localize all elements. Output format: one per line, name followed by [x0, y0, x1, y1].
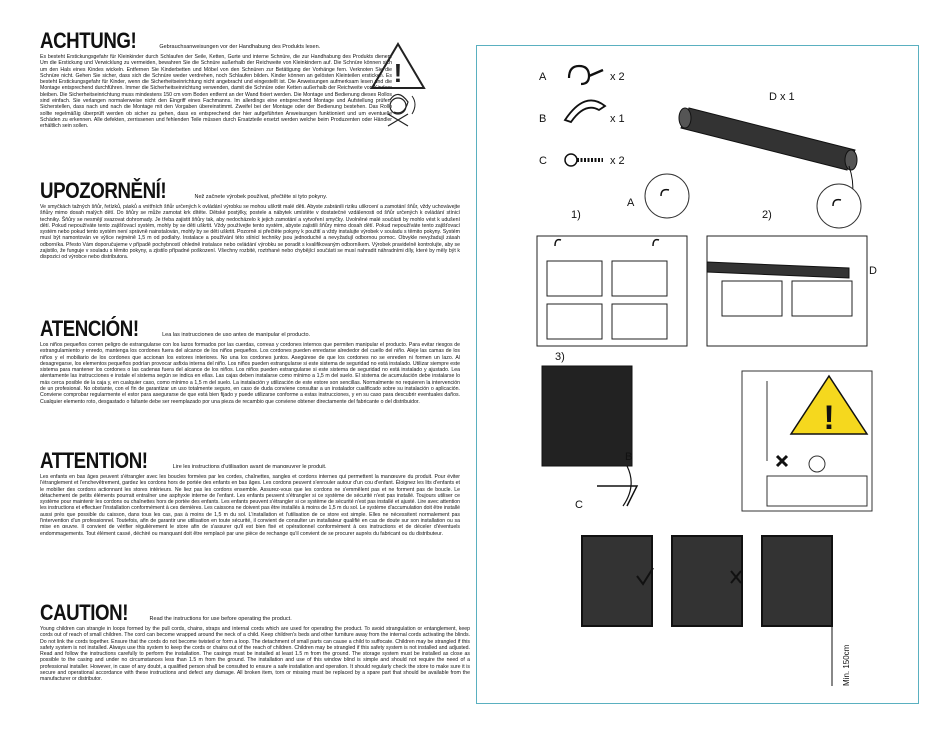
installation-diagram-panel: A x 2 B x 1 C x 2 D x 1 1): [476, 45, 919, 704]
step3-label: 3): [555, 351, 565, 363]
section-de: ACHTUNG! Gebrauchsanweisungen vor der Han…: [40, 30, 460, 130]
body-de: Es besteht Erstickungsgefahr für Kleinki…: [40, 54, 392, 130]
step2-illustration: 2) D: [706, 183, 877, 347]
step1-label: 1): [571, 209, 581, 221]
heading-atencion: ATENCIÓN!: [40, 316, 139, 341]
body-en: Young children can strangle in loops for…: [40, 626, 470, 683]
callout-b: B: [625, 451, 632, 463]
part-b-bracket-icon: B x 1: [539, 99, 625, 125]
section-en: CAUTION! Read the instructions for use be…: [40, 602, 470, 683]
part-c-qty: x 2: [610, 155, 625, 167]
part-c-screw-icon: C x 2: [539, 153, 625, 167]
step3-illustration: 3) B C: [541, 351, 639, 511]
min-height-label: Min. 150cm: [842, 644, 851, 686]
sub-de: Gebrauchsanweisungen vor der Handhabung …: [159, 44, 321, 50]
section-fr: ATTENTION! Lire les instructions d'utilis…: [40, 450, 460, 537]
step1-illustration: 1) A: [536, 173, 690, 347]
heading-achtung: ACHTUNG!: [40, 28, 137, 53]
body-fr: Les enfants en bas âges peuvent s'étrang…: [40, 474, 460, 537]
part-d-label: D x 1: [769, 91, 795, 103]
callout-d: D: [869, 265, 877, 277]
svg-text:!: !: [394, 58, 403, 88]
final-windows-illustration: Min. 150cm: [581, 535, 851, 686]
heading-attention: ATTENTION!: [40, 448, 148, 473]
sub-en: Read the instructions for use before ope…: [149, 616, 292, 622]
sub-fr: Lire les instructions d'utilisation avan…: [172, 464, 327, 470]
section-es: ATENCIÓN! Lea las instrucciones de uso an…: [40, 318, 460, 405]
heading-upozorneni: UPOZORNĚNÍ!: [40, 178, 167, 203]
child-warning-illustration: !: [741, 370, 873, 512]
part-a-label: A: [539, 71, 547, 83]
part-b-qty: x 1: [610, 113, 625, 125]
sub-cz: Než začnete výrobek používat, přečtěte s…: [194, 194, 328, 200]
installation-diagram: A x 2 B x 1 C x 2 D x 1 1): [536, 64, 877, 686]
part-b-label: B: [539, 113, 546, 125]
part-c-label: C: [539, 155, 547, 167]
step2-label: 2): [762, 209, 772, 221]
body-cz: Ve smyčkách tažných šňůr, řetízků, pásků…: [40, 204, 460, 261]
heading-caution: CAUTION!: [40, 600, 129, 625]
body-es: Los niños pequeños corren peligro de est…: [40, 342, 460, 405]
strangulation-warning-icon: !: [370, 42, 426, 127]
part-a-qty: x 2: [610, 71, 625, 83]
svg-text:!: !: [823, 399, 834, 437]
part-a-hook-icon: A x 2: [539, 64, 625, 86]
warnings-column: ACHTUNG! Gebrauchsanweisungen vor der Han…: [40, 30, 470, 730]
section-cz: UPOZORNĚNÍ! Než začnete výrobek používat,…: [40, 180, 460, 261]
callout-a: A: [627, 197, 635, 209]
callout-c: C: [575, 499, 583, 511]
sub-es: Lea las instrucciones de uso antes de ma…: [162, 332, 311, 338]
